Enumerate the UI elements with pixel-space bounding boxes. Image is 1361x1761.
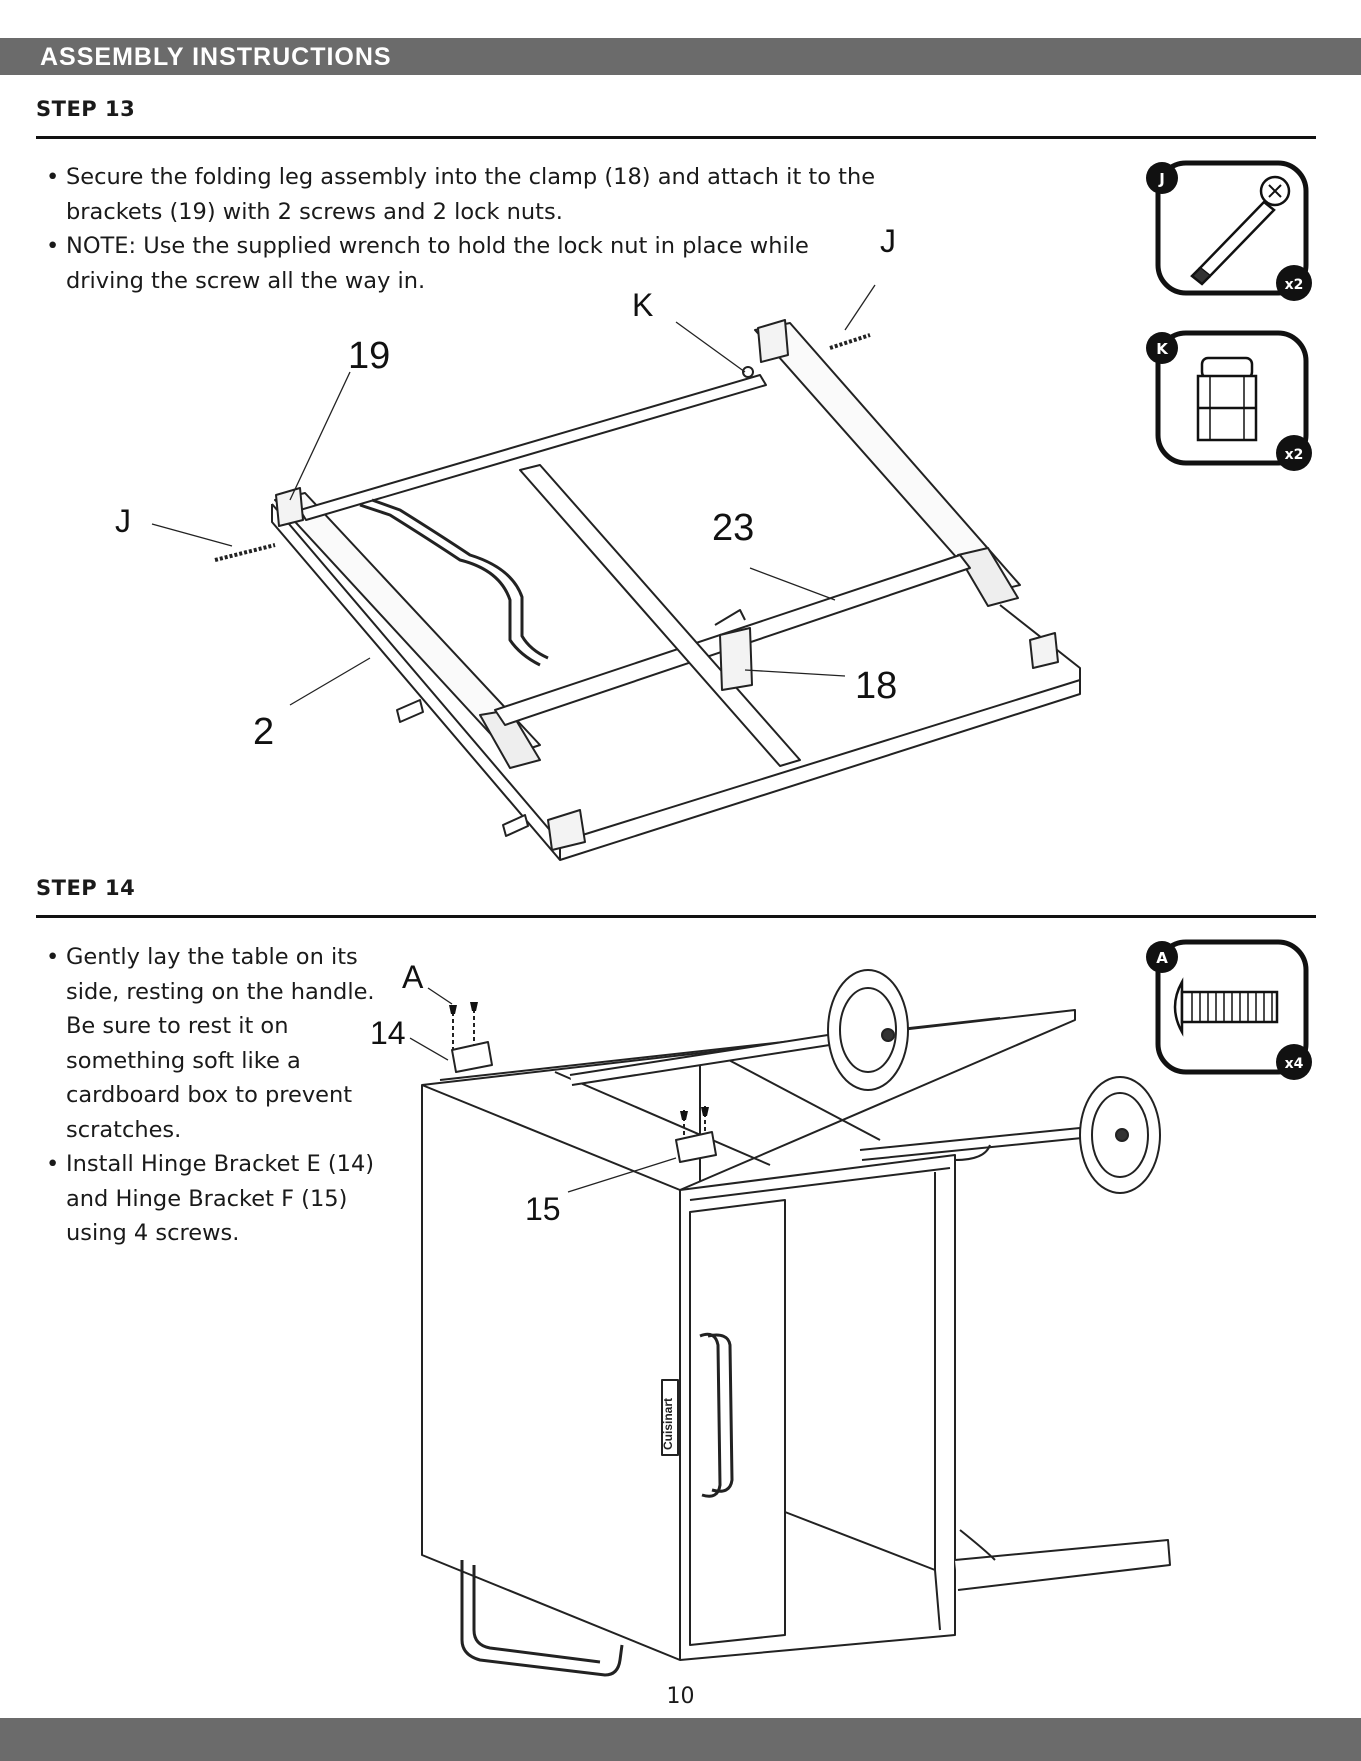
callout-15: 15	[525, 1191, 561, 1227]
page-number: 10	[666, 1684, 695, 1709]
brand-label: Cuisinart	[661, 1398, 675, 1450]
callout-23: 23	[712, 507, 754, 549]
callout-18: 18	[855, 665, 897, 707]
hardware-badge-k: K x2	[1146, 330, 1312, 471]
badge-letter: K	[1156, 340, 1169, 358]
step13-bullet-2: NOTE: Use the supplied wrench to hold th…	[38, 229, 836, 298]
lock-nut-icon	[1196, 356, 1258, 442]
badge-qty: x4	[1285, 1056, 1304, 1072]
screw-icon	[1190, 175, 1291, 286]
callout-k: K	[632, 287, 653, 323]
header-bar: ASSEMBLY INSTRUCTIONS	[0, 38, 1361, 75]
callout-2: 2	[253, 711, 274, 753]
machine-screw-icon	[1173, 977, 1279, 1037]
hardware-badge-j: J x2	[1146, 160, 1312, 301]
step14-bullet-2: Install Hinge Bracket E (14) and Hinge B…	[38, 1147, 383, 1251]
badge-letter: J	[1158, 170, 1165, 188]
step14-bullet-1: Gently lay the table on its side, restin…	[38, 940, 383, 1147]
callout-a: A	[402, 959, 424, 995]
step14-instructions: Gently lay the table on its side, restin…	[38, 940, 383, 1251]
step13-bullet-1: Secure the folding leg assembly into the…	[38, 160, 978, 229]
callout-j-top: J	[880, 223, 896, 259]
header-title: ASSEMBLY INSTRUCTIONS	[40, 43, 392, 71]
callout-19: 19	[348, 335, 390, 377]
badge-letter-circle	[1146, 162, 1178, 194]
step14-divider	[36, 915, 1316, 918]
step13-instructions: Secure the folding leg assembly into the…	[38, 160, 978, 298]
step13-divider	[36, 136, 1316, 139]
callout-14: 14	[370, 1015, 406, 1051]
callout-j-left: J	[115, 503, 131, 539]
badge-qty: x2	[1285, 447, 1304, 463]
step13-title: STEP 13	[36, 97, 136, 121]
footer-bar	[0, 1718, 1361, 1761]
badge-letter: A	[1156, 949, 1168, 967]
step14-title: STEP 14	[36, 876, 136, 900]
hardware-badge-a: A x4	[1146, 939, 1312, 1080]
badge-qty: x2	[1285, 277, 1304, 293]
